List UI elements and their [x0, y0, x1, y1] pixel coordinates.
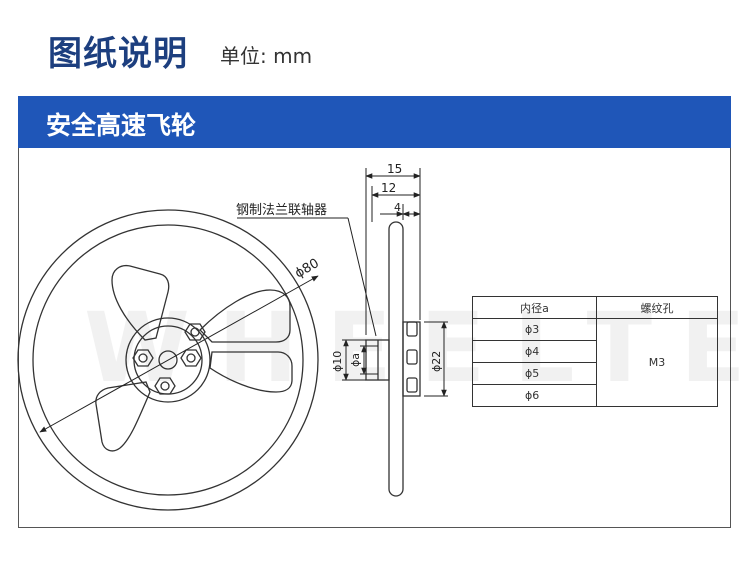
- bore-cell: ϕ6: [472, 384, 597, 407]
- bore-cell: ϕ3: [472, 318, 597, 341]
- bore-dimensions: [342, 321, 448, 397]
- dim-4-label: 4: [394, 201, 401, 214]
- coupling-label: 钢制法兰联轴器: [236, 203, 327, 218]
- bore-cell: ϕ4: [472, 340, 597, 363]
- top-dimensions: [365, 168, 421, 335]
- dim-phia-label: ϕa: [349, 353, 362, 367]
- dim-15-label: 15: [387, 162, 402, 176]
- side-rim: [388, 221, 404, 497]
- diameter-dim-label: ϕ80: [293, 256, 322, 282]
- coupling-leader: [237, 217, 377, 337]
- bore-cell: ϕ5: [472, 362, 597, 385]
- header-bore: 内径a: [472, 296, 597, 319]
- table-header-row: 内径a 螺纹孔: [472, 296, 718, 319]
- page-title: 图纸说明: [48, 34, 188, 74]
- thread-cell: M3: [596, 318, 718, 407]
- dim-12-label: 12: [381, 181, 396, 195]
- bolt-right: [180, 349, 202, 367]
- table-row: ϕ3 M3: [472, 318, 718, 407]
- section-banner: 安全高速飞轮: [18, 96, 731, 148]
- header-thread: 螺纹孔: [596, 296, 718, 319]
- dim-phi22-label: ϕ22: [430, 351, 443, 372]
- unit-label: 单位: mm: [220, 44, 313, 68]
- table-row: ϕ6: [472, 384, 718, 407]
- dim-phi10-label: ϕ10: [331, 351, 344, 372]
- bolt-bottom: [154, 377, 176, 395]
- bolt-left: [132, 349, 154, 367]
- flywheel-side-view: [365, 221, 421, 497]
- section-title: 安全高速飞轮: [46, 111, 197, 140]
- spec-table: 内径a 螺纹孔 ϕ3 M3 ϕ4 ϕ5 ϕ6: [472, 296, 718, 407]
- diameter-dim-line: [39, 275, 319, 433]
- spoke-window-right: [209, 351, 293, 393]
